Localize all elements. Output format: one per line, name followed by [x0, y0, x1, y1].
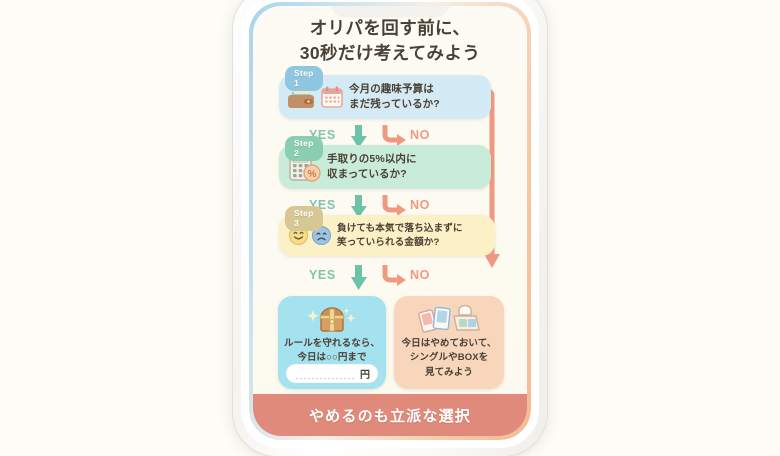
result-box-no[interactable]: 今日はやめておいて、 シングルやBOXを 見てみよう — [394, 296, 504, 389]
percent-icon — [303, 164, 321, 182]
amount-input-suffix: 円 — [360, 370, 370, 381]
result-yes-line1: ルールを守れるなら、 — [284, 338, 381, 349]
phone-notch — [330, 6, 450, 16]
result-no-line1: 今日はやめておいて、 — [401, 338, 497, 349]
result-yes-icons — [284, 303, 380, 337]
page-title-line1: オリパを回す前に、 — [309, 18, 471, 38]
svg-text:%: % — [308, 169, 317, 180]
yes-arrow-3 — [351, 265, 367, 290]
step-1-badge: Step 1 — [285, 66, 323, 91]
step-2-question: 手取りの5%以内に 収まっているか? — [327, 152, 417, 182]
page-title-line2: 30秒だけ考えてみよう — [299, 43, 481, 64]
result-yes-text: ルールを守れるなら、 今日は○○円まで — [284, 337, 380, 366]
step-3-badge: Step 3 — [285, 206, 323, 231]
result-no-line2: シングルやBOXを — [409, 352, 489, 364]
bottom-banner-text: やめるのも立派な選択 — [308, 407, 471, 425]
step-2-badge: Step 2 — [285, 136, 323, 161]
no-label-1: NO — [410, 128, 430, 142]
result-no-line3: 見てみよう — [424, 366, 473, 378]
yes-arrow-1 — [351, 125, 367, 148]
step-3-question-line1: 負けても本気で落ち込まずに — [337, 223, 463, 234]
no-arrow-3 — [382, 265, 406, 286]
decision-row-1: YES NO — [253, 125, 527, 151]
card-box-icon — [453, 304, 480, 331]
no-label-2: NO — [410, 198, 430, 212]
yes-arrow-2 — [351, 195, 367, 218]
step-1-question: 今月の趣味予算は まだ残っているか? — [349, 82, 440, 112]
no-label-3: NO — [410, 268, 430, 282]
wallet-icon — [288, 89, 314, 108]
step-1-icons — [288, 84, 344, 110]
sparkle-icon — [307, 308, 356, 323]
step-3-icons — [288, 225, 332, 246]
no-arrow-2 — [382, 195, 406, 216]
screen-content: オリパを回す前に、 30秒だけ考えてみよう Step 1 — [253, 6, 527, 436]
phone-screen: オリパを回す前に、 30秒だけ考えてみよう Step 1 — [249, 2, 531, 440]
trading-cards-icon — [418, 304, 480, 333]
sad-face-icon — [311, 226, 332, 246]
result-yes-line2: 今日は○○円まで — [297, 352, 367, 364]
yes-label-3: YES — [309, 268, 336, 282]
infographic-stage: オリパを回す前に、 30秒だけ考えてみよう Step 1 — [233, 0, 547, 456]
decision-row-2: YES NO — [253, 195, 527, 221]
result-no-text: 今日はやめておいて、 シングルやBOXを 見てみよう — [400, 337, 498, 380]
decision-row-3: YES NO — [253, 265, 527, 291]
step-2-question-line2: 収まっているか? — [327, 168, 407, 180]
step-1-question-line1: 今月の趣味予算は — [349, 83, 434, 95]
bottom-banner: やめるのも立派な選択 — [253, 394, 527, 436]
step-1-question-line2: まだ残っているか? — [349, 97, 440, 110]
calendar-icon — [321, 86, 343, 108]
smiling-face-icon — [288, 226, 309, 246]
no-arrow-1 — [382, 125, 406, 146]
result-no-icons — [400, 303, 498, 337]
step-3-question-line2: 笑っていられる金額か? — [337, 236, 440, 248]
result-box-yes[interactable]: ルールを守れるなら、 今日は○○円まで 円 — [278, 296, 386, 389]
step-3-question: 負けても本気で落ち込まずに 笑っていられる金額か? — [337, 222, 463, 249]
amount-input[interactable]: 円 — [286, 364, 378, 383]
amount-input-underline — [296, 378, 356, 379]
treasure-chest-icon — [307, 307, 356, 332]
page-title: オリパを回す前に、 30秒だけ考えてみよう — [253, 16, 527, 67]
step-2-question-line1: 手取りの5%以内に — [327, 153, 417, 166]
